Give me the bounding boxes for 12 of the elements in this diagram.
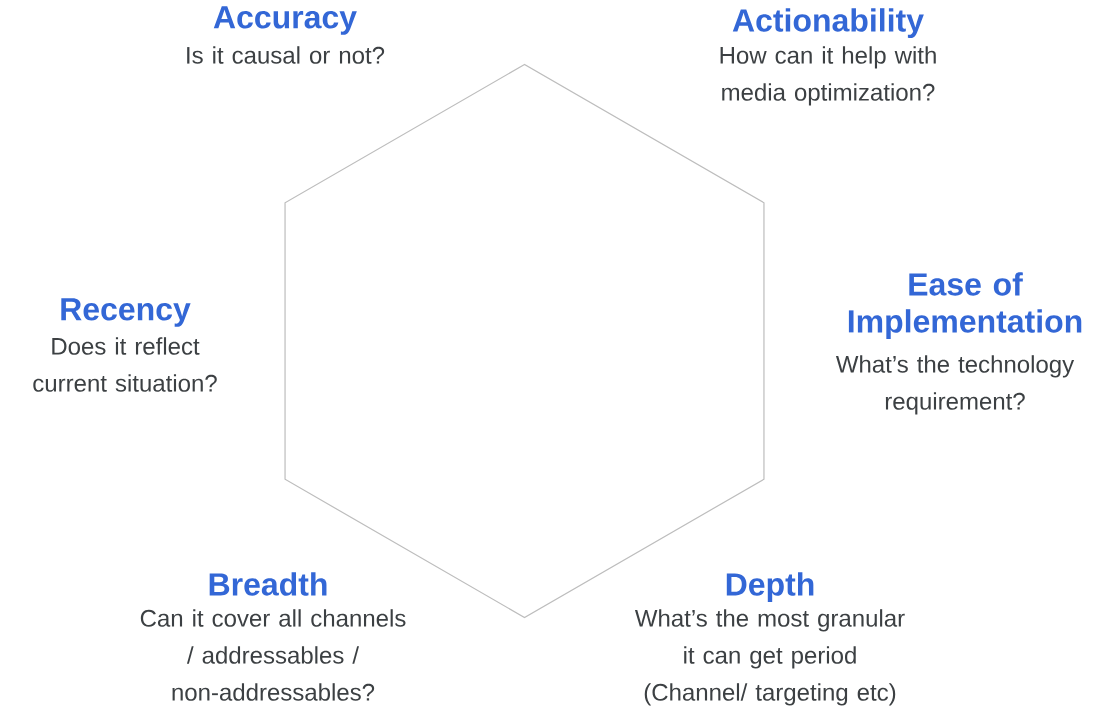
heading: Actionability	[732, 8, 924, 38]
heading: Accuracy	[213, 6, 357, 35]
description-text: Does it reflect current situation?	[33, 337, 217, 392]
description-text: What’s the technology requirement?	[835, 355, 1075, 415]
heading: Breadth	[209, 572, 327, 596]
heading: Recency	[61, 298, 191, 327]
description-text: Is it causal or not?	[187, 46, 385, 64]
description-text: Can it cover all channels / addressables / non-addressables?	[140, 609, 406, 701]
heading: Depth	[726, 572, 814, 602]
heading: Ease of Implementation	[848, 272, 1082, 339]
description-text: What’s the most granular it can get period (Channel/ targeting etc)	[634, 609, 905, 706]
description-text: How can it help with media optimization?	[720, 46, 936, 106]
